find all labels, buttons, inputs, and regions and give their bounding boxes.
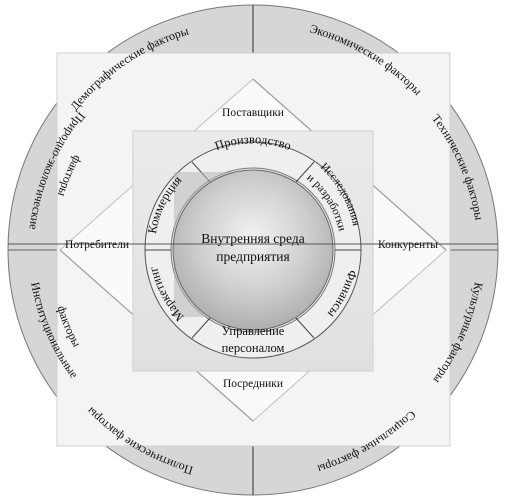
actor-consumers-label: Потребители — [65, 239, 129, 251]
function-hr-label-line2: персоналом — [222, 341, 285, 355]
actor-suppliers-label: Поставщики — [222, 107, 284, 119]
actor-competitors-label: Конкуренты — [378, 239, 438, 251]
center-title-line1: Внутренняя среда — [201, 231, 304, 246]
actor-intermediaries-label: Посредники — [223, 378, 283, 390]
center-title-line2: предприятия — [216, 249, 289, 264]
function-hr-label-line1: Управление — [222, 324, 285, 338]
function-production-label: Производство — [213, 132, 293, 153]
